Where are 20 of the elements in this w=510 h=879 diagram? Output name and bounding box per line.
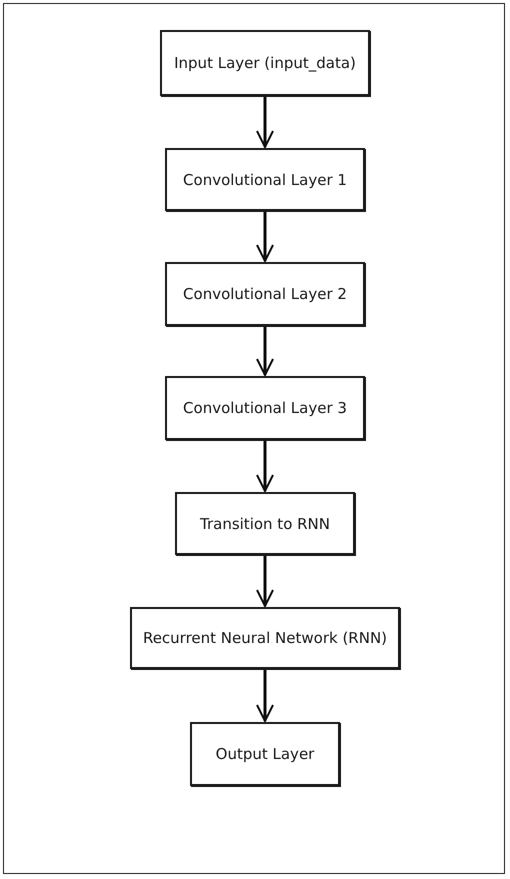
layer-box: [165, 376, 365, 440]
layer-label: Convolutional Layer 2: [183, 285, 347, 303]
arrow: [256, 97, 274, 148]
layer-box: [160, 30, 370, 96]
arrow: [256, 556, 274, 607]
layer-label: Output Layer: [216, 745, 314, 763]
layer-label: Recurrent Neural Network (RNN): [142, 629, 388, 647]
arrow: [256, 212, 274, 262]
layer-box: [165, 262, 365, 326]
layer-box: [130, 607, 400, 669]
arrow: [256, 441, 274, 492]
layer-box: [175, 492, 355, 555]
layer-label: Convolutional Layer 3: [183, 399, 347, 417]
layer-label: Convolutional Layer 1: [183, 170, 347, 188]
layer-label: Transition to RNN: [200, 514, 330, 532]
arrow: [256, 670, 274, 722]
layer-label: Input Layer (input_data): [174, 54, 356, 72]
arrow: [256, 327, 274, 376]
layer-box: [190, 722, 340, 786]
layer-box: [165, 148, 365, 211]
